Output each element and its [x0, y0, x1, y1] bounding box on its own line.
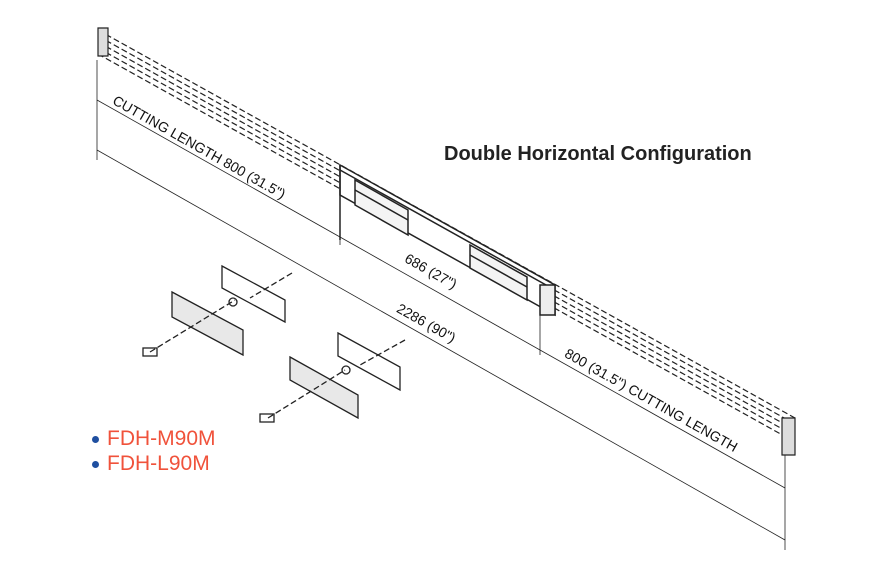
bracket-set-1 — [142, 264, 293, 357]
model-name: FDH-L90M — [107, 452, 210, 475]
model-list: FDH-M90M FDH-L90M — [92, 426, 216, 476]
model-item: FDH-L90M — [92, 451, 216, 476]
magnet-housing — [339, 163, 556, 317]
bullet-icon — [92, 460, 99, 468]
model-item: FDH-M90M — [92, 426, 216, 451]
bullet-icon — [92, 435, 99, 443]
diagram-title: Double Horizontal Configuration — [444, 143, 752, 165]
bracket-set-2 — [259, 331, 406, 423]
model-name: FDH-M90M — [107, 427, 216, 450]
